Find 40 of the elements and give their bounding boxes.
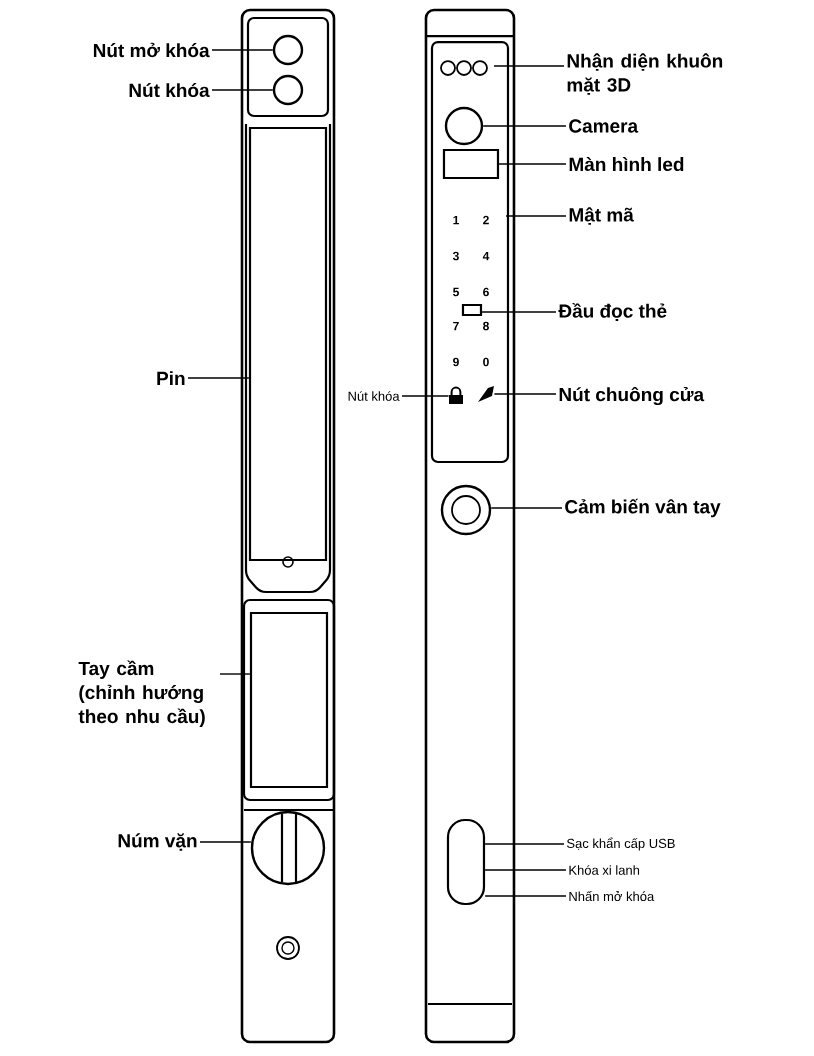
leader-line bbox=[493, 65, 565, 67]
callout-label: Mật mã bbox=[569, 207, 634, 225]
callout-label: Nút chuông cửa bbox=[559, 386, 705, 406]
callout-label: Camera bbox=[569, 119, 639, 133]
bell-icon bbox=[478, 386, 494, 402]
leader-line bbox=[484, 843, 565, 845]
leader-line bbox=[211, 89, 274, 91]
fingerprint-sensor bbox=[440, 484, 492, 536]
leader-line bbox=[401, 395, 450, 397]
callout-label: Pin bbox=[157, 371, 185, 385]
camera-lens bbox=[444, 106, 484, 146]
usb-cover bbox=[446, 818, 486, 906]
card-reader bbox=[461, 303, 483, 317]
handle bbox=[249, 611, 329, 789]
leader-line bbox=[498, 163, 567, 165]
led-screen bbox=[442, 148, 500, 180]
callout-label: Núm vặn bbox=[118, 833, 197, 851]
leader-line bbox=[493, 393, 557, 395]
leader-line bbox=[187, 377, 250, 379]
callout-label: Tay cầm (chỉnh hướng theo nhu cầu) bbox=[78, 660, 205, 727]
callout-label: Nhận diện khuôn mặt 3D bbox=[567, 53, 723, 95]
leader-line bbox=[505, 215, 567, 217]
leader-line bbox=[490, 507, 563, 509]
callout-label: Màn hình led bbox=[569, 156, 684, 172]
leader-line bbox=[484, 869, 567, 871]
leader-line bbox=[481, 311, 557, 313]
round-button bbox=[272, 34, 304, 66]
leader-line bbox=[211, 49, 274, 51]
callout-label: Nút mở khóa bbox=[93, 42, 210, 58]
leader-line bbox=[482, 125, 567, 127]
leader-line bbox=[219, 673, 251, 675]
leader-line bbox=[199, 841, 252, 843]
round-button bbox=[272, 74, 304, 106]
padlock-icon bbox=[449, 386, 463, 404]
callout-label: Đầu đọc thẻ bbox=[558, 303, 667, 321]
battery-cover bbox=[248, 126, 328, 562]
callout-label: Nút khóa bbox=[129, 82, 210, 98]
turn-knob bbox=[250, 810, 326, 886]
callout-label: Cảm biến vân tay bbox=[565, 498, 721, 518]
leader-line bbox=[484, 895, 567, 897]
